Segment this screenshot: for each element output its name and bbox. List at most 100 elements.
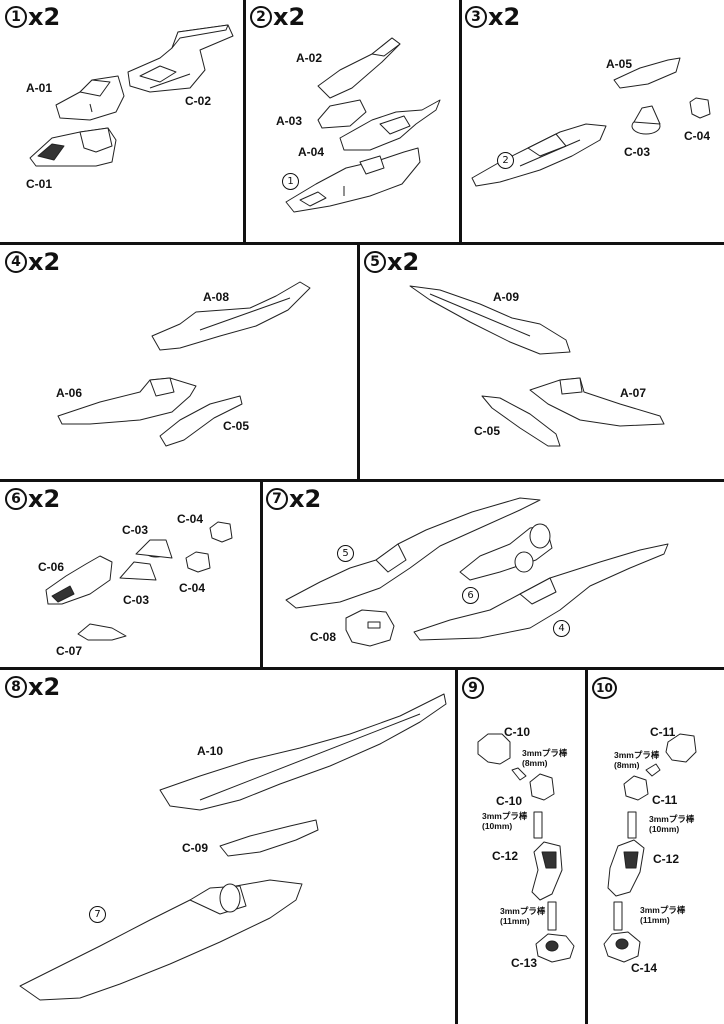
step-number: 10	[592, 677, 617, 699]
ref-assembly: 4	[553, 620, 570, 637]
ref-assembly: 1	[282, 173, 299, 190]
part-c07-drawing	[77, 623, 127, 641]
divider	[243, 0, 246, 244]
label-a05: A-05	[606, 57, 633, 71]
label-c05: C-05	[223, 419, 250, 433]
step-number: 7	[266, 488, 288, 510]
part-a07-drawing	[529, 377, 665, 427]
part-a04-drawing	[339, 99, 441, 151]
label-c04: C-04	[179, 581, 206, 595]
part-c02-drawing	[127, 24, 234, 93]
label-c03: C-03	[123, 593, 150, 607]
label-a10: A-10	[197, 744, 224, 758]
rod-8mm-drawing-10	[645, 763, 661, 777]
part-a01-drawing	[55, 75, 125, 121]
rod-10mm-drawing-10	[627, 811, 637, 839]
label-c14: C-14	[631, 961, 658, 975]
ref-assembly: 5	[337, 545, 354, 562]
label-c03: C-03	[122, 523, 149, 537]
step-number: 3	[465, 6, 487, 28]
divider	[455, 668, 458, 1024]
part-c14-drawing	[603, 931, 641, 963]
label-c12: C-12	[653, 852, 680, 866]
part-c10-bottom-drawing	[529, 773, 555, 801]
step-number: 6	[5, 488, 27, 510]
part-c04b-drawing	[185, 551, 211, 573]
step-number: 8	[5, 676, 27, 698]
step-number: 4	[5, 251, 27, 273]
rod-label-8mm: 3mmプラ棒(8mm)	[614, 750, 660, 770]
step-multiplier: x2	[28, 248, 61, 276]
divider	[260, 480, 263, 669]
part-assy1-drawing	[285, 147, 421, 213]
label-c03: C-03	[624, 145, 651, 159]
divider	[585, 668, 588, 1024]
label-a06: A-06	[56, 386, 83, 400]
rod-11mm-drawing-10	[613, 901, 623, 931]
rod-8mm-drawing-9	[511, 767, 527, 781]
part-c01-drawing	[29, 127, 117, 167]
part-assy2-drawing	[471, 123, 607, 187]
part-c03a-drawing	[135, 539, 173, 559]
label-c10: C-10	[496, 794, 523, 808]
step-8-heading: 8 x2	[5, 675, 60, 699]
part-a05-drawing	[613, 57, 681, 89]
part-a09-drawing	[409, 285, 571, 355]
rod-label-8mm: 3mmプラ棒(8mm)	[522, 748, 568, 768]
label-a02: A-02	[296, 51, 323, 65]
part-c11-top-drawing	[665, 733, 697, 763]
divider	[357, 243, 360, 481]
label-c08: C-08	[310, 630, 337, 644]
part-c11-bottom-drawing	[623, 775, 649, 801]
part-a03-drawing	[317, 99, 367, 129]
part-a10-drawing	[159, 693, 447, 811]
label-a07: A-07	[620, 386, 647, 400]
step-multiplier: x2	[273, 3, 306, 31]
part-a08-drawing	[151, 281, 311, 351]
part-c06-drawing	[45, 555, 113, 605]
part-c13-drawing	[535, 933, 575, 963]
part-assy6-drawing	[459, 523, 553, 581]
step-9-heading: 9	[462, 677, 484, 699]
rod-11mm-drawing-9	[547, 901, 557, 931]
rod-10mm-drawing-9	[533, 811, 543, 839]
label-a03: A-03	[276, 114, 303, 128]
part-assy5-drawing	[285, 497, 541, 609]
step-2-heading: 2 x2	[250, 5, 305, 29]
part-assy7-drawing	[19, 879, 303, 1001]
part-c05a-drawing	[159, 395, 243, 447]
label-a04: A-04	[298, 145, 325, 159]
part-c03b-drawing	[119, 561, 157, 581]
part-c08-drawing	[345, 609, 395, 647]
part-c10-top-drawing	[477, 733, 511, 765]
ref-assembly: 2	[497, 152, 514, 169]
step-multiplier: x2	[387, 248, 420, 276]
part-c04-drawing	[689, 97, 711, 119]
label-c05: C-05	[474, 424, 501, 438]
label-c10: C-10	[504, 725, 531, 739]
rod-label-11mm: 3mmプラ棒(11mm)	[640, 905, 686, 925]
step-7-heading: 7 x2	[266, 487, 321, 511]
step-multiplier: x2	[28, 485, 61, 513]
rod-label-10mm: 3mmプラ棒(10mm)	[482, 811, 528, 831]
part-a06-drawing	[57, 377, 197, 425]
step-multiplier: x2	[28, 3, 61, 31]
part-c04a-drawing	[209, 521, 233, 543]
label-c09: C-09	[182, 841, 209, 855]
divider	[0, 242, 724, 245]
label-a01: A-01	[26, 81, 53, 95]
label-c04: C-04	[684, 129, 711, 143]
divider	[0, 667, 724, 670]
step-multiplier: x2	[28, 673, 61, 701]
label-c07: C-07	[56, 644, 83, 658]
rod-label-11mm: 3mmプラ棒(11mm)	[500, 906, 546, 926]
step-1-heading: 1 x2	[5, 5, 60, 29]
part-c09-drawing	[219, 819, 319, 857]
label-a08: A-08	[203, 290, 230, 304]
step-number: 2	[250, 6, 272, 28]
part-a02-drawing	[317, 37, 401, 99]
step-number: 5	[364, 251, 386, 273]
label-c12: C-12	[492, 849, 519, 863]
label-c04: C-04	[177, 512, 204, 526]
